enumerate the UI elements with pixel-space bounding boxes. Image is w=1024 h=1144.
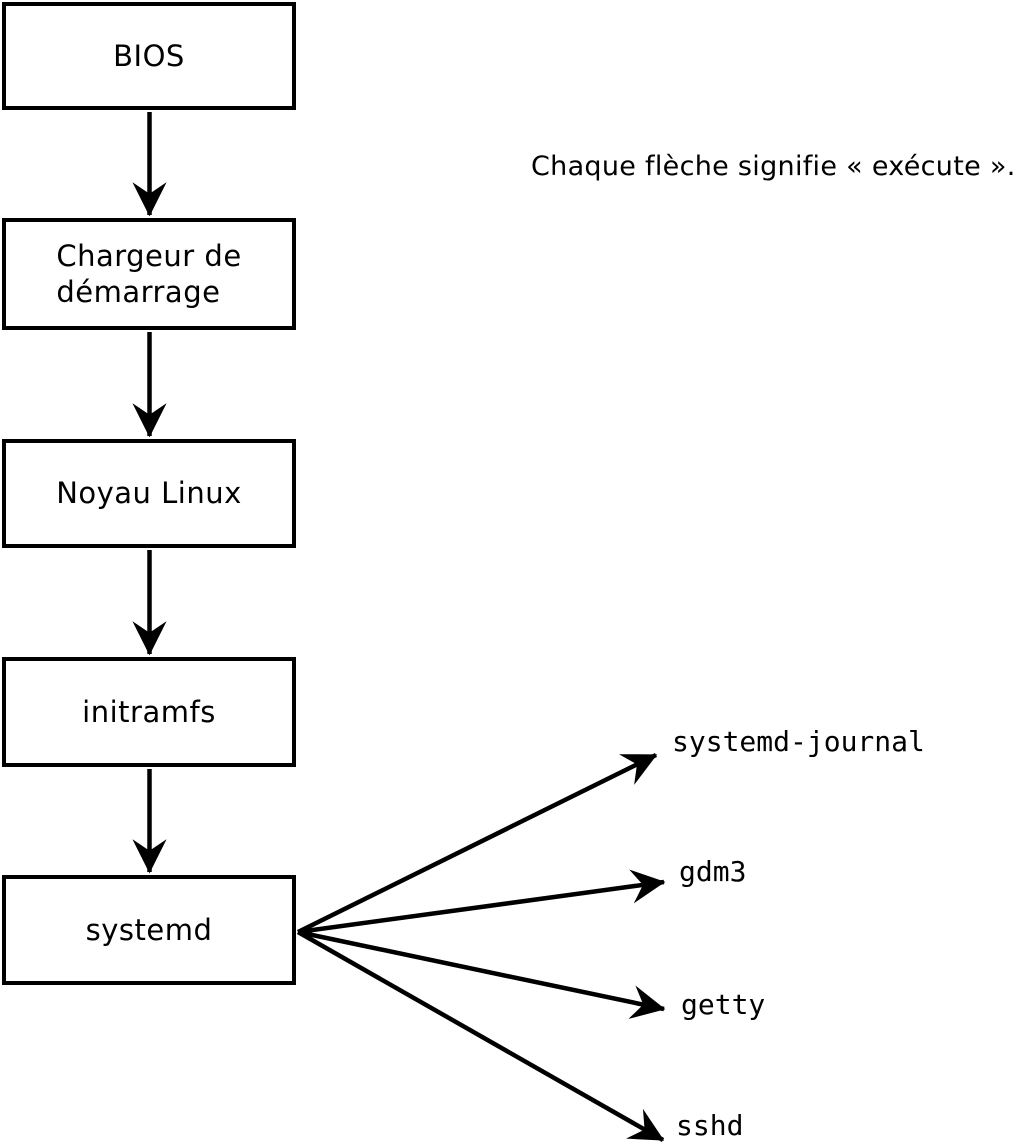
node-bios: BIOS: [2, 2, 296, 110]
arrow-systemd-to-gdm3: [297, 869, 666, 935]
node-initramfs: initramfs: [2, 657, 296, 767]
process-systemd-journal-label: systemd-journal: [672, 725, 925, 758]
node-bootloader-label: Chargeur de démarrage: [56, 238, 242, 309]
node-linux-kernel-label: Noyau Linux: [56, 476, 242, 511]
node-bios-label: BIOS: [113, 38, 185, 73]
arrow-systemd-to-getty: [297, 929, 666, 1019]
node-bootloader: Chargeur de démarrage: [2, 218, 296, 330]
process-gdm3-label: gdm3: [679, 855, 747, 888]
process-getty-label: getty: [681, 988, 766, 1021]
node-systemd-label: systemd: [85, 912, 213, 947]
node-systemd: systemd: [2, 875, 296, 985]
node-initramfs-label: initramfs: [82, 694, 216, 729]
arrow-systemd-to-journal: [297, 752, 658, 935]
arrow-systemd-to-sshd: [296, 930, 665, 1142]
arrow-meaning-caption: Chaque flèche signifie « exécute ».: [531, 151, 1016, 182]
process-sshd-label: sshd: [676, 1109, 744, 1142]
node-linux-kernel: Noyau Linux: [2, 439, 296, 548]
